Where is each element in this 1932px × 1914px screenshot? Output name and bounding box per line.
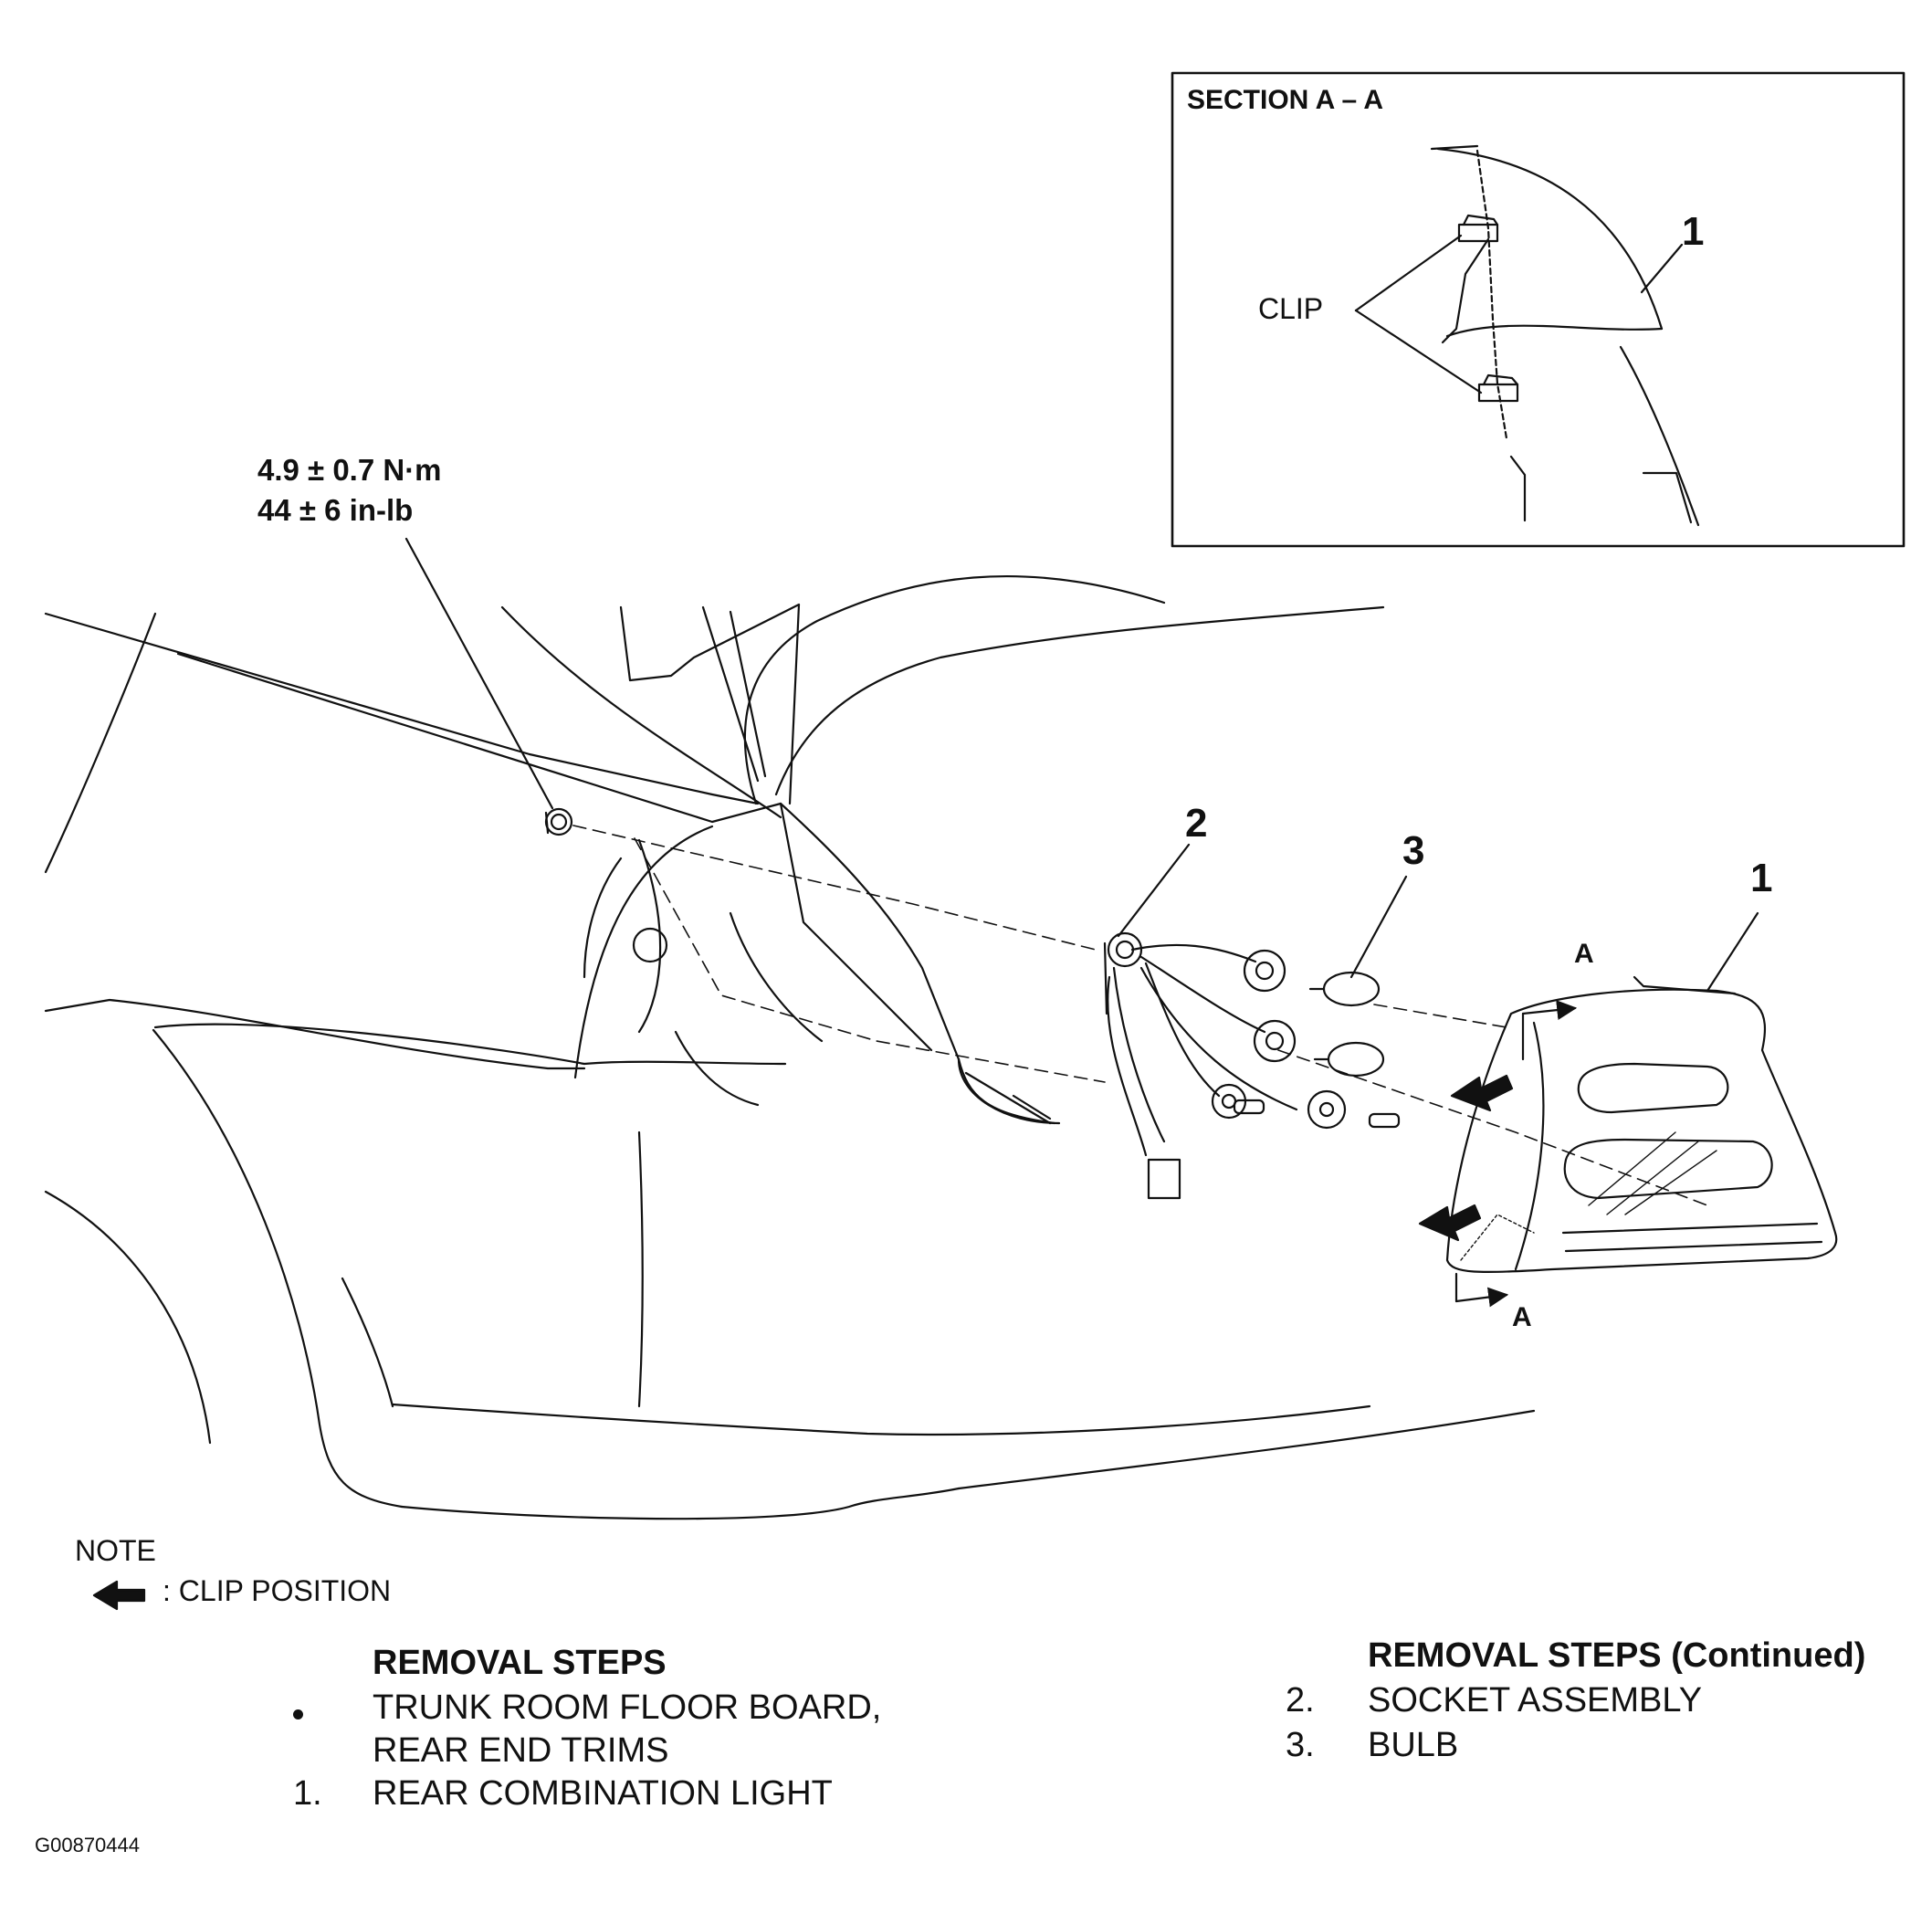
step-1-marker: 1. (293, 1774, 322, 1813)
step-1-label: REAR COMBINATION LIGHT (373, 1774, 833, 1813)
torque-spec-imperial: 44 ± 6 in-lb (257, 493, 414, 527)
step-3-label: BULB (1368, 1726, 1459, 1764)
note-title: NOTE (75, 1534, 156, 1567)
socket-assembly-drawing (1103, 931, 1347, 1200)
step-bullet-marker (293, 1709, 303, 1723)
section-item-1-callout: 1 (1682, 209, 1705, 254)
step-0-line1: TRUNK ROOM FLOOR BOARD, (373, 1688, 882, 1727)
step-0-line2: REAR END TRIMS (373, 1731, 669, 1770)
callout-item-2: 2 (1185, 801, 1208, 846)
bulbs-drawing (1233, 971, 1401, 1129)
rear-combination-light-drawing (1445, 975, 1838, 1308)
torque-spec-metric: 4.9 ± 0.7 N·m (257, 453, 442, 487)
step-3-marker: 3. (1286, 1726, 1315, 1764)
section-a-a-title: SECTION A – A (1187, 85, 1384, 115)
step-2-label: SOCKET ASSEMBLY (1368, 1681, 1703, 1719)
section-mark-bottom: A (1512, 1302, 1532, 1332)
section-a-a-inset (1171, 71, 1906, 548)
step-2-marker: 2. (1286, 1681, 1315, 1719)
callout-item-1: 1 (1750, 856, 1773, 900)
section-mark-top: A (1574, 939, 1594, 969)
clip-position-legend: : CLIP POSITION (163, 1574, 392, 1607)
clip-label: CLIP (1258, 292, 1324, 325)
callout-item-3: 3 (1402, 828, 1425, 873)
vehicle-body-outline (44, 575, 1536, 1520)
figure-code: G00870444 (35, 1834, 140, 1856)
removal-steps-heading: REMOVAL STEPS (373, 1644, 667, 1682)
clip-position-arrows (1418, 1074, 1514, 1242)
removal-steps-continued-heading: REMOVAL STEPS (Continued) (1368, 1636, 1866, 1675)
nut-and-guide-lines (404, 537, 1759, 1206)
legend-arrow-shape (92, 1580, 146, 1611)
